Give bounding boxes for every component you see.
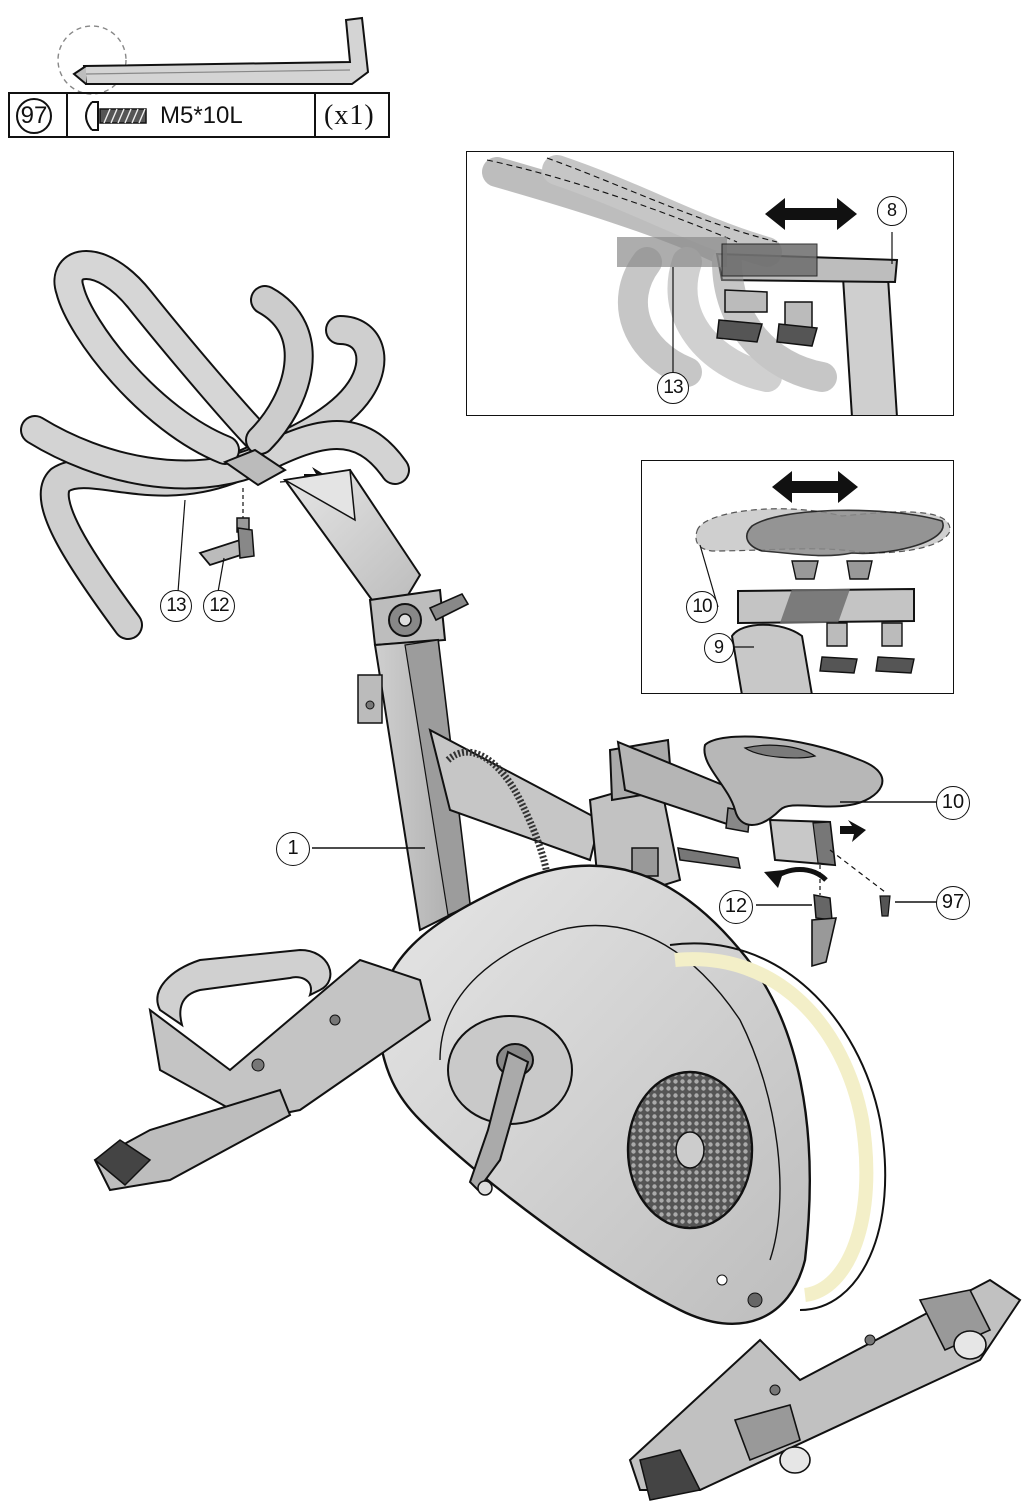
callout-inset-seat: 10 <box>686 591 718 623</box>
handlebar-adjust-inset: 8 13 <box>466 151 954 416</box>
callout-frame: 1 <box>276 832 310 866</box>
callout-inset-handlebar: 13 <box>657 372 689 404</box>
part-spec: M5*10L <box>160 102 243 129</box>
seat-adjust-inset: 10 9 <box>641 460 954 694</box>
part-image-cell: M5*10L <box>68 94 316 136</box>
allen-key-icon <box>57 16 370 95</box>
part-number: 97 <box>16 98 52 134</box>
part-number-cell: 97 <box>10 94 68 136</box>
part-quantity-cell: (x1) <box>316 94 388 136</box>
screw-icon <box>85 101 147 131</box>
callout-seat-screw: 97 <box>936 886 970 920</box>
handlebar <box>20 250 410 640</box>
seat-adjust-drawing <box>695 471 951 693</box>
parts-table: 97 M5*10L (x1) <box>8 92 390 138</box>
callout-seat: 10 <box>936 786 970 820</box>
callout-inset-seat-post: 9 <box>704 633 734 663</box>
handlebar-adjust-drawing <box>482 155 899 415</box>
callout-seat-knob: 12 <box>719 890 753 924</box>
callout-inset-post: 8 <box>877 196 907 226</box>
callout-handlebar-knob: 12 <box>203 590 235 622</box>
callout-handlebar: 13 <box>160 590 192 622</box>
part-quantity: (x1) <box>324 100 375 131</box>
